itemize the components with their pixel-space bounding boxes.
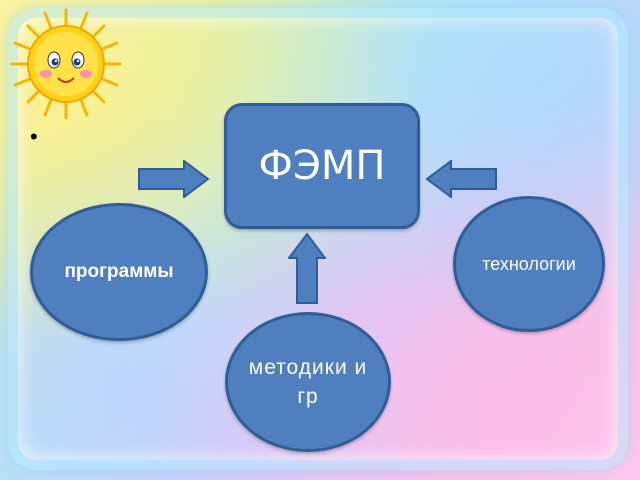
decorative-frame (8, 8, 628, 470)
left-node-label: программы (64, 261, 174, 283)
center-node: ФЭМП (224, 103, 420, 229)
arrow-right-icon (138, 160, 210, 198)
arrow-left-icon (425, 160, 497, 198)
sun-icon (10, 8, 122, 120)
left-node: программы (30, 203, 208, 341)
bullet-point: • (30, 124, 38, 149)
center-node-label: ФЭМП (258, 143, 386, 189)
bottom-node: методики игр (225, 312, 391, 452)
bottom-node-label: методики игр (248, 355, 368, 408)
right-node-label: технологии (482, 253, 576, 274)
arrow-up-icon (288, 232, 326, 304)
right-node: технологии (453, 196, 605, 332)
